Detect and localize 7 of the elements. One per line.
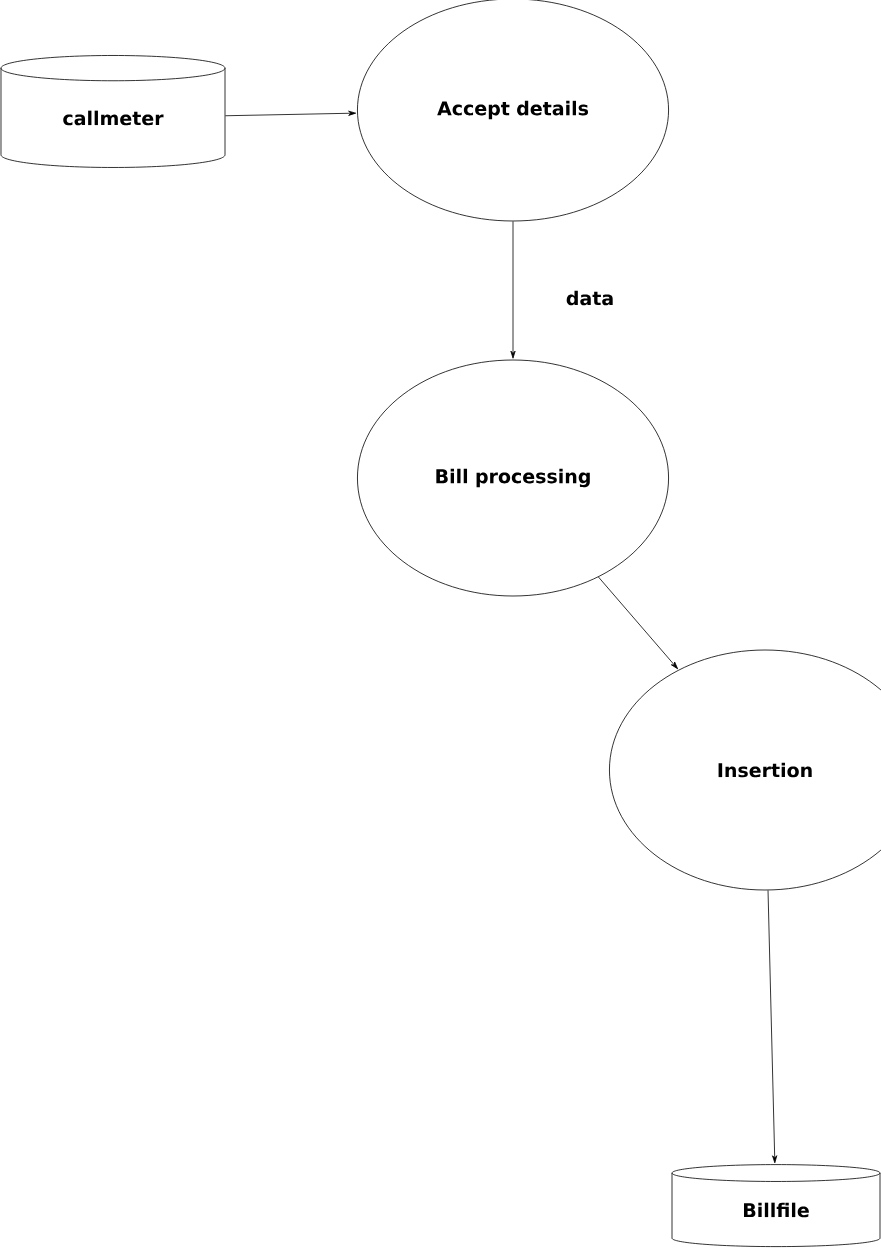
data-store-cylinder: callmeter <box>0 55 226 168</box>
arrow <box>767 890 778 1164</box>
arrow <box>225 110 357 117</box>
data-store-cylinder: Billfile <box>671 1164 881 1247</box>
edge-label: data <box>563 288 617 308</box>
arrow <box>510 221 516 359</box>
arrow <box>598 576 678 670</box>
